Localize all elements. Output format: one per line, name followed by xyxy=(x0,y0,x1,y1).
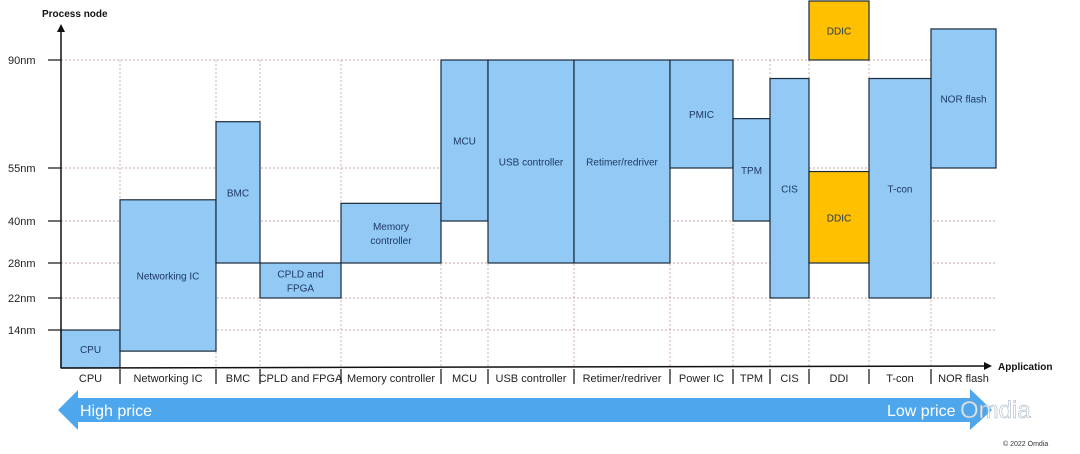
x-category-label: Power IC xyxy=(679,373,724,385)
box-label-line: CPU xyxy=(80,345,101,356)
range-box-nor-flash xyxy=(930,28,997,169)
y-axis-arrow-icon xyxy=(57,24,65,32)
high-price-label: High price xyxy=(80,403,152,420)
box-label-line: Memory xyxy=(373,222,409,233)
box-label: PMIC xyxy=(689,110,714,121)
range-box-t-con xyxy=(868,77,932,299)
box-label-line: controller xyxy=(370,236,412,247)
y-tick-label: 14nm xyxy=(8,325,36,337)
box-label-line: TPM xyxy=(741,166,762,177)
range-box-memory-controller xyxy=(340,202,442,264)
x-category-label: Networking IC xyxy=(133,373,202,385)
x-axis-label: Application xyxy=(998,362,1052,373)
x-categories: CPU Networking IC BMC CPLD and FPGA Memory c… xyxy=(79,369,989,385)
range-box-power-ic xyxy=(669,59,734,169)
x-category-label: CIS xyxy=(780,373,798,385)
x-category-label: MCU xyxy=(452,373,477,385)
x-category-label: BMC xyxy=(226,373,251,385)
box-label: Retimer/redriver xyxy=(586,158,658,169)
range-box-ddi xyxy=(808,0,870,61)
box-label-line: Networking IC xyxy=(137,271,200,282)
x-category-label: USB controller xyxy=(496,373,567,385)
box-label-line: PMIC xyxy=(689,110,714,121)
range-box-usb-controller xyxy=(487,59,575,264)
box-label: Networking IC xyxy=(137,271,200,282)
y-tick-label: 28nm xyxy=(8,258,36,270)
y-axis-label: Process node xyxy=(42,9,108,20)
range-box-cpld-and-fpga xyxy=(259,262,342,299)
range-box-mcu xyxy=(440,59,489,222)
y-tick-label: 40nm xyxy=(8,216,36,228)
axes: Process node Application xyxy=(42,9,1052,373)
y-tick-label: 55nm xyxy=(8,163,36,175)
omdia-watermark: Omdia xyxy=(960,397,1031,424)
box-label: Memory controller xyxy=(370,222,412,247)
box-label-line: CPLD and xyxy=(277,270,323,281)
box-label: CIS xyxy=(781,184,798,195)
box-label: NOR flash xyxy=(940,94,986,105)
box-label: USB controller xyxy=(499,158,564,169)
box-label-line: Retimer/redriver xyxy=(586,158,658,169)
box-label-line: DDIC xyxy=(827,27,851,38)
range-box-cis xyxy=(769,77,810,299)
x-category-label: CPU xyxy=(79,373,102,385)
box-label-line: DDIC xyxy=(827,213,851,224)
box-label-line: CIS xyxy=(781,184,798,195)
box-label: T-con xyxy=(887,184,912,195)
x-category-label: TPM xyxy=(740,373,763,385)
y-ticks: 90nm 55nm 40nm 28nm 22nm 14nm xyxy=(8,55,61,337)
y-tick-label: 90nm xyxy=(8,55,36,67)
price-arrow: High price Low price xyxy=(58,389,992,430)
box-label: DDIC xyxy=(827,27,851,38)
range-box-bmc xyxy=(215,121,261,264)
box-label-line: FPGA xyxy=(287,284,315,295)
box-label: MCU xyxy=(453,137,476,148)
x-category-label: NOR flash xyxy=(938,373,989,385)
range-box-ddi xyxy=(808,170,870,264)
x-category-label: T-con xyxy=(886,373,914,385)
box-label-line: BMC xyxy=(227,188,249,199)
range-box-networking-ic xyxy=(119,199,217,352)
x-category-label: DDI xyxy=(830,373,849,385)
box-label-line: NOR flash xyxy=(940,94,986,105)
box-label: TPM xyxy=(741,166,762,177)
box-label-line: MCU xyxy=(453,137,476,148)
box-label-line: USB controller xyxy=(499,158,564,169)
box-label-line: T-con xyxy=(887,184,912,195)
x-axis-arrow-icon xyxy=(984,362,992,370)
y-tick-label: 22nm xyxy=(8,293,36,305)
box-label: DDIC xyxy=(827,213,851,224)
x-axis xyxy=(60,365,987,369)
box-label: BMC xyxy=(227,188,249,199)
range-box-tpm xyxy=(732,118,771,222)
price-arrow-shape xyxy=(58,389,992,430)
x-category-label: Memory controller xyxy=(347,373,435,385)
range-box-retimer-redriver xyxy=(573,59,671,264)
box-label: CPU xyxy=(80,345,101,356)
low-price-label: Low price xyxy=(887,403,956,420)
x-category-label: Retimer/redriver xyxy=(583,373,662,385)
x-category-label: CPLD and FPGA xyxy=(259,373,343,385)
copyright: © 2022 Omdia xyxy=(1003,440,1048,448)
